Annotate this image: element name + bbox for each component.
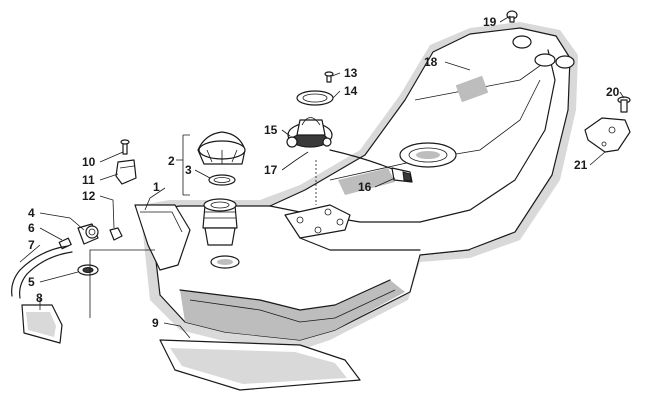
callout-1: 1 — [153, 180, 160, 194]
vent-hose — [11, 245, 73, 299]
callout-4: 4 — [28, 206, 35, 220]
callout-15: 15 — [264, 123, 278, 137]
mounting-bracket — [115, 159, 137, 185]
callout-20: 20 — [606, 85, 620, 99]
callout-11: 11 — [82, 173, 95, 187]
vent-valve — [77, 223, 99, 245]
callout-9: 9 — [152, 316, 159, 330]
cap-gasket — [208, 174, 236, 186]
hose-clip — [109, 227, 123, 241]
callout-2: 2 — [168, 154, 175, 168]
callout-6: 6 — [28, 221, 35, 235]
callout-18: 18 — [424, 55, 438, 69]
grommet — [77, 264, 99, 276]
callout-17: 17 — [264, 163, 278, 177]
rear-bracket — [584, 117, 631, 153]
callout-labels: 1 2 3 4 5 6 7 8 9 10 11 12 13 14 15 16 1… — [28, 15, 620, 330]
callout-8: 8 — [36, 291, 43, 305]
callout-10: 10 — [82, 155, 96, 169]
heat-shield-pad — [21, 304, 63, 344]
fuel-cap — [197, 131, 246, 165]
rear-bracket-screw — [617, 96, 631, 113]
pump-screw — [324, 71, 334, 83]
callout-5: 5 — [28, 275, 35, 289]
filler-neck — [202, 198, 238, 246]
callout-16: 16 — [358, 180, 372, 194]
callout-12: 12 — [82, 189, 96, 203]
callout-14: 14 — [344, 84, 358, 98]
pump-gasket — [296, 90, 334, 106]
fuel-sensor — [329, 149, 413, 183]
callout-21: 21 — [574, 158, 588, 172]
fuel-tank — [134, 22, 578, 350]
rivet — [506, 10, 518, 23]
callout-3: 3 — [185, 163, 192, 177]
callout-7: 7 — [28, 238, 35, 252]
bracket-screw — [120, 139, 130, 155]
heat-shield-panel — [159, 339, 361, 391]
leader-lines — [19, 15, 625, 339]
callout-19: 19 — [483, 15, 497, 29]
callout-13: 13 — [344, 66, 358, 80]
fuel-pump — [286, 90, 334, 148]
